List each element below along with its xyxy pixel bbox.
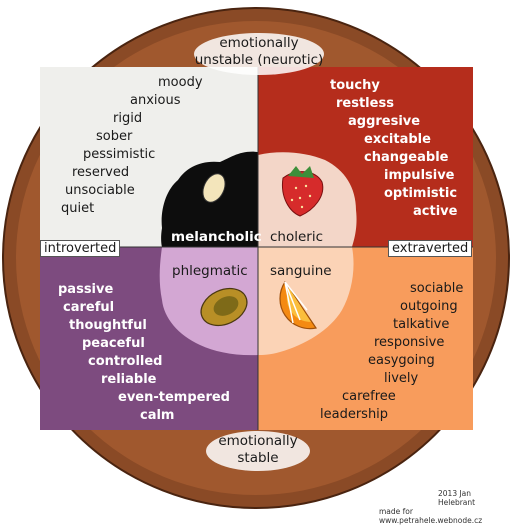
trait-item: optimistic [384, 186, 458, 201]
trait-item: anxious [130, 93, 181, 108]
trait-item: even-tempered [118, 390, 230, 405]
top-label-line1: emotionally [219, 35, 299, 51]
trait-item: restless [336, 96, 394, 111]
trait-item: reserved [72, 165, 130, 180]
trait-item: sober [96, 129, 133, 144]
credit-site: made for www.petrahele.webnode.cz [379, 507, 483, 525]
credit: 2013 Jan Helebrant made for www.petrahel… [379, 489, 509, 525]
top-label-line2: unstable (neurotic) [194, 52, 324, 68]
trait-item: quiet [61, 201, 95, 216]
trait-item: changeable [364, 150, 449, 165]
emotionally-stable-label: emotionally stable [206, 431, 310, 471]
trait-item: reliable [101, 372, 157, 387]
trait-item: active [413, 204, 458, 219]
trait-item: lively [384, 371, 419, 386]
trait-item: talkative [393, 317, 450, 332]
credit-author: 2013 Jan Helebrant [438, 489, 476, 507]
orange-slice-icon [279, 280, 317, 330]
trait-item: peaceful [82, 336, 145, 351]
trait-item: easygoing [368, 353, 435, 368]
trait-item: impulsive [384, 168, 455, 183]
trait-item: controlled [88, 354, 163, 369]
trait-item: leadership [320, 407, 389, 422]
trait-item: responsive [374, 335, 445, 350]
trait-item: carefree [342, 389, 396, 404]
black-bile-drop-icon [202, 173, 226, 203]
trait-item: careful [63, 300, 115, 315]
sanguine-label: sanguine [270, 263, 332, 279]
trait-item: sociable [410, 281, 464, 296]
melancholic-label: melancholic [171, 229, 262, 245]
trait-item: passive [58, 282, 114, 297]
trait-item: pessimistic [83, 147, 156, 162]
choleric-label: choleric [270, 229, 324, 245]
emotionally-unstable-label: emotionally unstable (neurotic) [194, 33, 324, 75]
trait-item: excitable [364, 132, 431, 147]
phlegmatic-label: phlegmatic [172, 263, 248, 279]
trait-item: touchy [330, 78, 380, 93]
trait-item: outgoing [400, 299, 458, 314]
temperament-diagram [2, 7, 510, 509]
sanguine-blob [258, 247, 354, 355]
trait-item: unsociable [65, 183, 135, 198]
trait-item: calm [140, 408, 175, 423]
trait-item: thoughtful [69, 318, 147, 333]
trait-item: moody [158, 75, 203, 90]
bottom-label-line2: stable [237, 450, 279, 466]
trait-item: aggresive [348, 114, 421, 129]
bottom-label-line1: emotionally [218, 433, 298, 449]
strawberry-icon [281, 166, 324, 217]
phlegm-icon [200, 287, 248, 327]
introverted-label: introverted [40, 240, 121, 257]
trait-item: rigid [113, 111, 143, 126]
extraverted-label: extraverted [388, 240, 473, 257]
